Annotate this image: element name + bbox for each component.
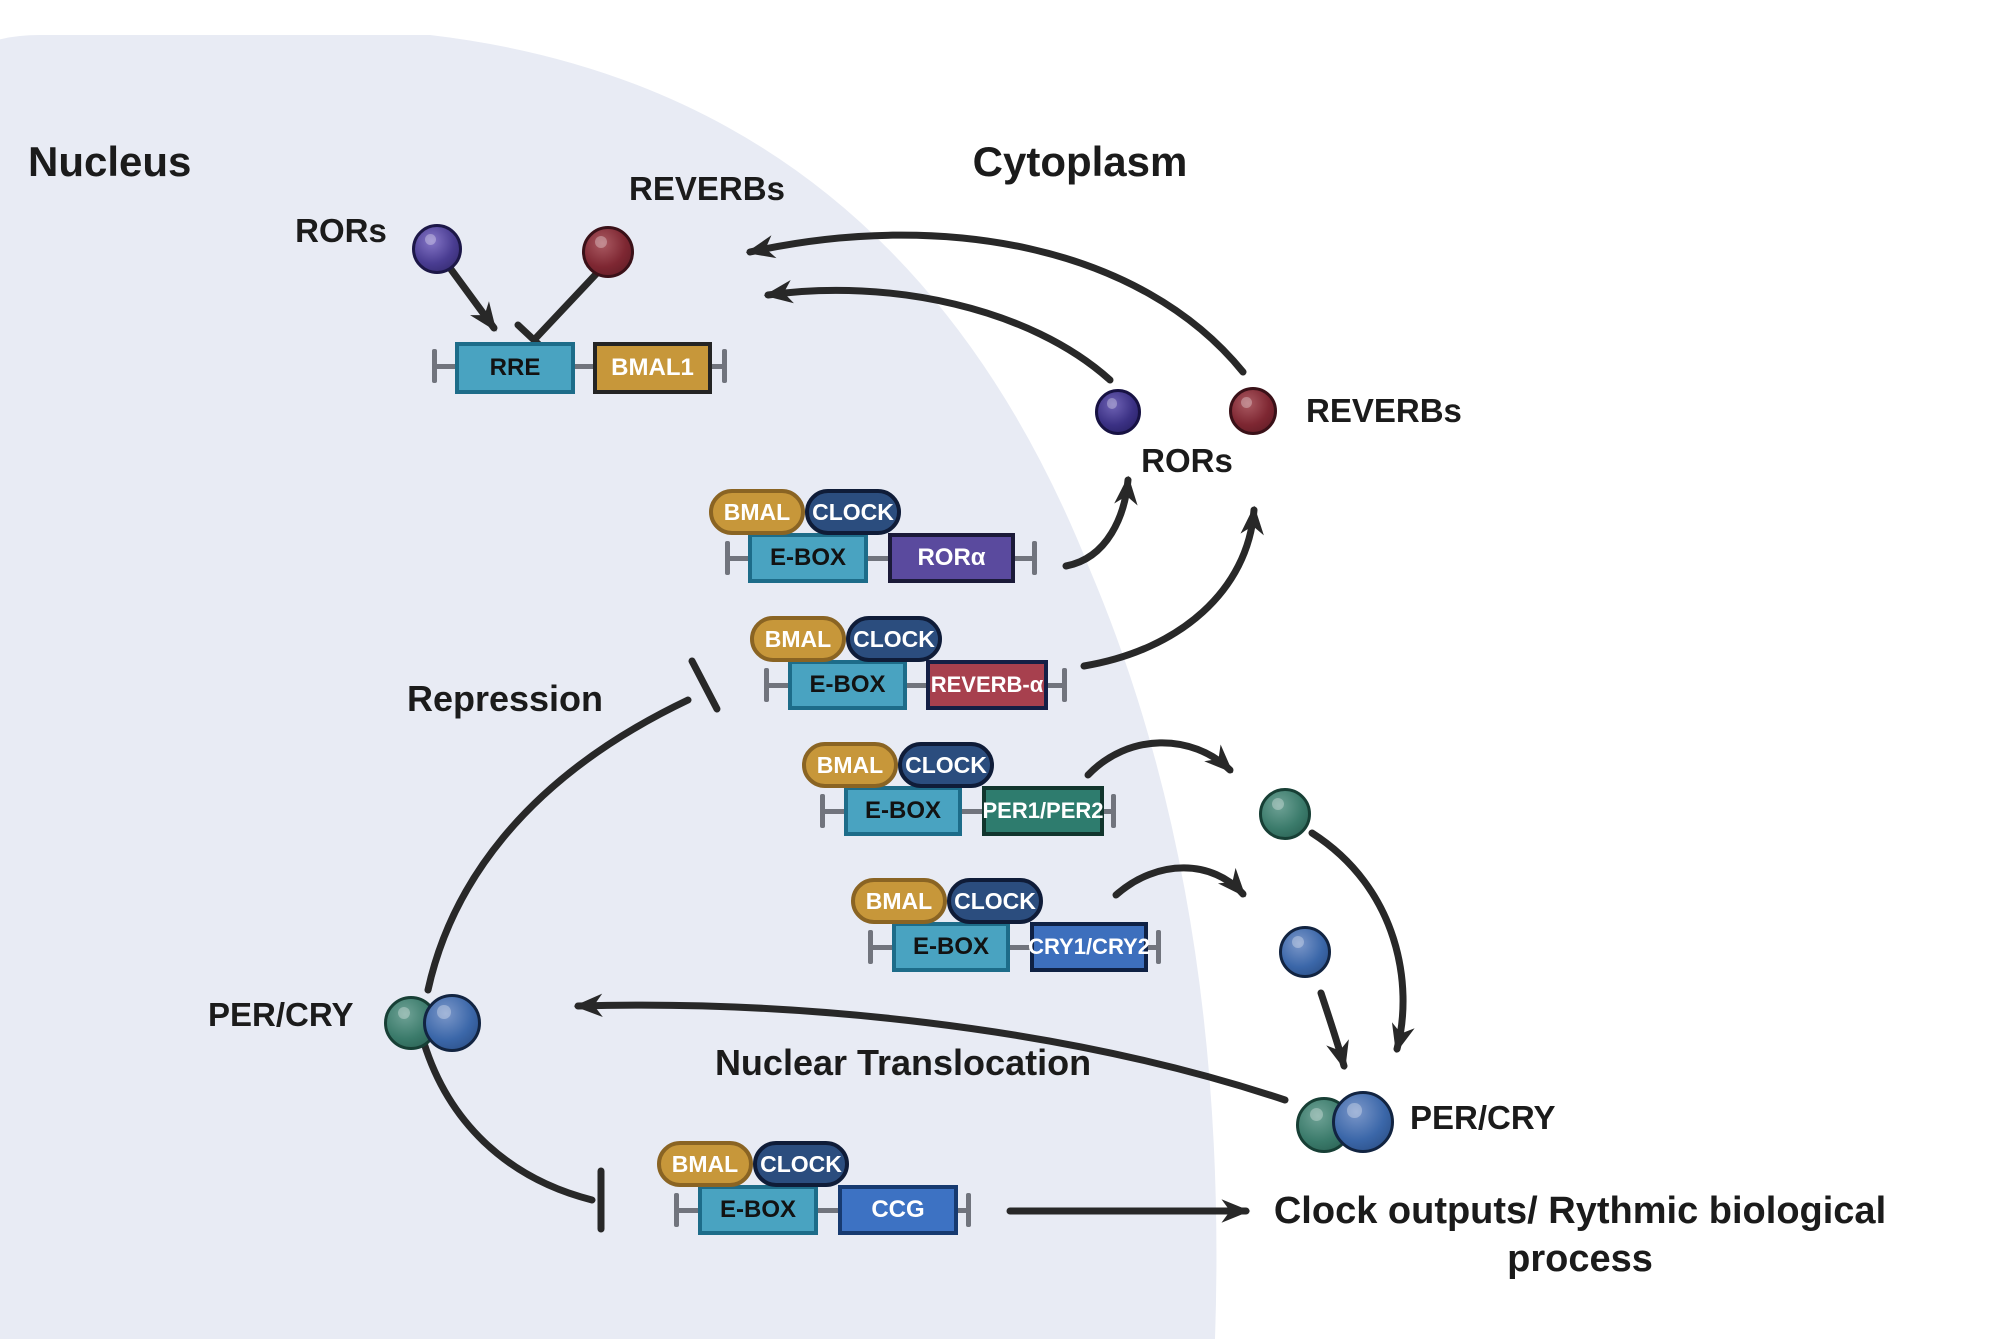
dna-end <box>1032 541 1037 575</box>
dna-end <box>1111 794 1116 828</box>
dna-line <box>727 556 1036 561</box>
rors-nucleus-label: RORs <box>295 212 387 249</box>
arrow-rora-gene-to-rors <box>1062 475 1138 570</box>
ebox-site-box: E-BOX <box>844 786 962 836</box>
dna-end <box>1156 930 1161 964</box>
arrow-per-gene-to-per <box>1084 739 1234 779</box>
dna-line <box>434 364 726 369</box>
arrow-cry-gene-to-cry <box>1112 864 1247 899</box>
clock-outputs-line2: process <box>1507 1237 1653 1280</box>
arrow-nuclear-translocation <box>573 993 1289 1104</box>
reverbs-nucleus-label: REVERBs <box>629 170 785 207</box>
percry-nucleus-cry-sphere <box>423 994 481 1052</box>
bmal1-gene-box: BMAL1 <box>593 342 712 394</box>
rora-gene-box: RORα <box>888 533 1015 583</box>
dna-end <box>674 1193 679 1227</box>
dna-end <box>966 1193 971 1227</box>
reverba-gene-box: REVERB-α <box>926 660 1048 710</box>
rors-cytoplasm-sphere <box>1095 389 1141 435</box>
ebox-site-box: E-BOX <box>748 533 868 583</box>
dna-line <box>766 683 1066 688</box>
bmal-pill: BMAL <box>851 878 947 924</box>
cry-gene-box: CRY1/CRY2 <box>1028 922 1150 972</box>
dna-end <box>432 349 437 383</box>
clock-pill: CLOCK <box>898 742 994 788</box>
ebox-site-box: E-BOX <box>698 1185 818 1235</box>
bmal-pill: BMAL <box>709 489 805 535</box>
arrow-per-to-complex <box>1308 829 1415 1054</box>
rors-cytoplasm-label: RORs <box>1141 442 1233 479</box>
nuclear-translocation-label: Nuclear Translocation <box>714 1042 1092 1083</box>
ccg-gene-box: CCG <box>838 1185 958 1235</box>
dna-line <box>676 1208 970 1213</box>
dna-end <box>764 668 769 702</box>
percry-cytoplasm-label: PER/CRY <box>1410 1099 1556 1136</box>
bmal-pill: BMAL <box>750 616 846 662</box>
clock-outputs-label: Clock outputs/ Rythmic biological proces… <box>1260 1188 1900 1283</box>
arrow-reverba-gene-to-reverbs <box>1080 505 1264 670</box>
clock-outputs-line1: Clock outputs/ Rythmic biological <box>1273 1190 1887 1232</box>
arrow-cry-to-complex <box>1317 989 1349 1071</box>
cytoplasm-label: Cytoplasm <box>972 138 1188 185</box>
clock-pill: CLOCK <box>805 489 901 535</box>
rre-site-box: RRE <box>455 342 575 394</box>
dna-end <box>722 349 727 383</box>
clock-pill: CLOCK <box>947 878 1043 924</box>
nucleus-label: Nucleus <box>28 138 192 185</box>
ebox-site-box: E-BOX <box>892 922 1010 972</box>
bmal-pill: BMAL <box>802 742 898 788</box>
arrow-rors-to-nucleus <box>763 280 1114 384</box>
percry-nucleus-label: PER/CRY <box>208 996 354 1033</box>
percry-complex-cry-sphere <box>1332 1091 1394 1153</box>
clock-pill: CLOCK <box>753 1141 849 1187</box>
dna-line <box>870 945 1160 950</box>
reverbs-nucleus-sphere <box>582 226 634 278</box>
dna-end <box>1062 668 1067 702</box>
dna-end <box>820 794 825 828</box>
tbar-percry-repression <box>424 657 721 994</box>
per-sphere <box>1259 788 1311 840</box>
arrow-reverbs-to-nucleus <box>745 231 1247 376</box>
dna-line <box>822 809 1115 814</box>
clock-pill: CLOCK <box>846 616 942 662</box>
reverbs-cytoplasm-sphere <box>1229 387 1277 435</box>
ebox-site-box: E-BOX <box>788 660 907 710</box>
repression-label: Repression <box>406 678 604 719</box>
dna-end <box>725 541 730 575</box>
cry-sphere <box>1279 926 1331 978</box>
nucleus-region <box>0 35 1217 1339</box>
tbar-percry-inhibits-ccg <box>420 1039 605 1233</box>
rors-nucleus-sphere <box>412 224 462 274</box>
arrow-rors-activates-rre <box>446 264 498 332</box>
bmal-pill: BMAL <box>657 1141 753 1187</box>
dna-end <box>868 930 873 964</box>
per-gene-box: PER1/PER2 <box>982 786 1104 836</box>
reverbs-cytoplasm-label: REVERBs <box>1306 392 1462 429</box>
